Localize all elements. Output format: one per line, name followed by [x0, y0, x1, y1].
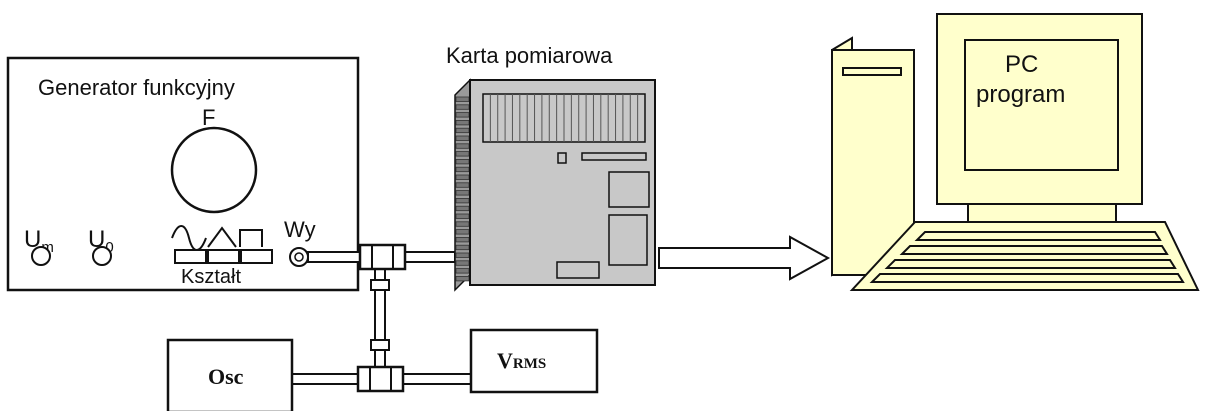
- pc-keyboard-row-4: [869, 273, 1185, 283]
- cable-osc-to-tee: [291, 373, 359, 385]
- pc-keyboard-row-3: [884, 259, 1177, 269]
- cable-tee-to-vrms: [402, 373, 472, 385]
- oscilloscope-label: Osc: [208, 364, 244, 389]
- card-title: Karta pomiarowa: [446, 43, 613, 68]
- um-socket[interactable]: [31, 246, 51, 266]
- pc-keyboard-row-2: [899, 245, 1169, 255]
- connector-pin: [455, 268, 470, 274]
- connector-pin: [455, 127, 470, 134]
- function-generator: Generator funkcyjny F Um U0 Kształt Wy: [6, 56, 360, 292]
- connector-pin: [455, 158, 470, 165]
- connector-pin: [455, 260, 470, 266]
- generator-title: Generator funkcyjny: [38, 75, 235, 100]
- connector-pin: [455, 166, 470, 173]
- cable-vertical: [374, 261, 386, 375]
- frequency-knob-label: F: [202, 105, 215, 130]
- pc-monitor-stand: [967, 203, 1117, 223]
- connector-pin: [455, 143, 470, 149]
- connector-pin: [455, 205, 470, 212]
- data-flow-arrow: [658, 235, 831, 281]
- card-header-strip: [482, 93, 646, 143]
- connector-pin: [455, 96, 470, 102]
- card-chip-3: [556, 261, 600, 279]
- shape-button-square[interactable]: [240, 249, 273, 264]
- connector-pin: [455, 112, 470, 118]
- cables: [291, 243, 472, 393]
- connector-pin: [455, 221, 470, 227]
- connector-pin: [455, 182, 470, 188]
- connector-pin: [455, 236, 470, 243]
- connector-pin: [455, 120, 470, 126]
- measurement-card: Karta pomiarowa: [446, 43, 656, 292]
- connector-pin: [455, 151, 470, 157]
- card-chip-2: [608, 214, 648, 266]
- pc-keyboard-row-1: [914, 231, 1162, 241]
- connector-pin: [455, 190, 470, 196]
- shape-button-sine[interactable]: [174, 249, 207, 264]
- connector-pin: [455, 174, 470, 180]
- u0-socket[interactable]: [92, 246, 112, 266]
- card-chip-1: [608, 171, 650, 208]
- connector-pin: [455, 197, 470, 204]
- cable-generator-to-tee: [307, 251, 364, 263]
- upper-tee-connector: [358, 243, 407, 271]
- pc: [831, 13, 1200, 291]
- pc-screen: [964, 39, 1119, 171]
- cable-joint-lower: [370, 339, 390, 351]
- connector-pin: [455, 104, 470, 110]
- connector-pin: [455, 244, 470, 251]
- shape-button-triangle[interactable]: [207, 249, 240, 264]
- vrms-label: VRMS: [497, 348, 546, 373]
- pc-label-line2: program: [976, 81, 1065, 108]
- card-slot: [581, 152, 647, 161]
- shape-label: Kształt: [181, 266, 241, 288]
- pc-drive-slot: [842, 67, 902, 76]
- pc-label-line1: PC: [1005, 51, 1038, 78]
- connector-pin: [455, 213, 470, 219]
- cable-joint: [370, 279, 390, 291]
- output-label: Wy: [284, 217, 316, 242]
- connector-pin: [455, 252, 470, 258]
- sine-wave-icon: [171, 225, 207, 251]
- connector-pin: [455, 135, 470, 141]
- connector-pin: [455, 229, 470, 235]
- cable-tee-to-card: [402, 251, 456, 263]
- vrms-meter-box: [469, 328, 599, 394]
- oscilloscope-box: [166, 338, 294, 411]
- triangle-wave-icon: [207, 226, 237, 248]
- output-socket-inner: [294, 252, 304, 262]
- frequency-knob[interactable]: [170, 126, 258, 214]
- square-wave-icon: [239, 229, 263, 247]
- card-small-chip: [557, 152, 567, 164]
- connector-pin: [455, 275, 470, 282]
- lower-tee-connector: [356, 365, 405, 393]
